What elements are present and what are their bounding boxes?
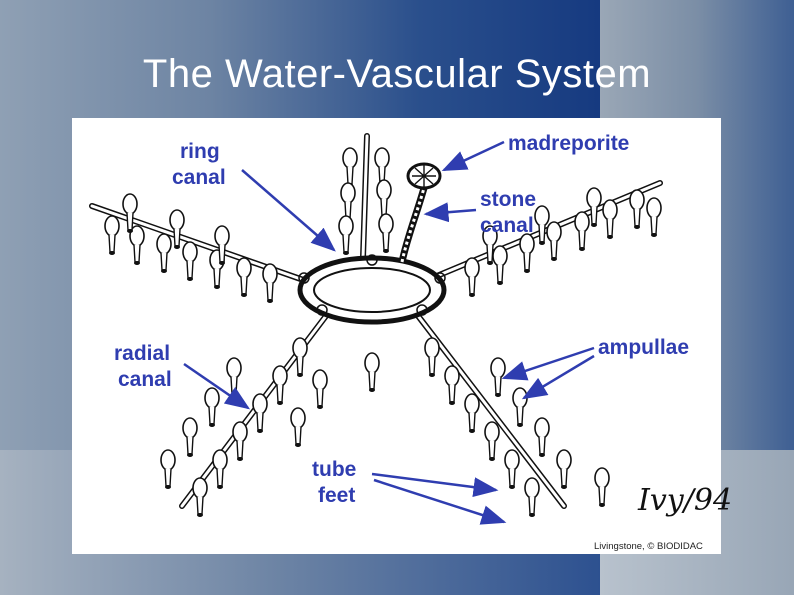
- stone-canal-shape: [398, 187, 428, 263]
- arrow-ampullae-1: [501, 346, 595, 381]
- arrow-radial-canal: [183, 362, 251, 410]
- arrow-tube-feet-1: [371, 472, 499, 498]
- ring-canal-shape: [297, 254, 447, 325]
- arrow-ring-canal: [241, 169, 336, 252]
- water-vascular-diagram: ring canal madreporite stone canal radia…: [89, 132, 732, 552]
- madreporite-shape: [406, 162, 442, 190]
- label-madreporite: madreporite: [508, 132, 629, 155]
- image-credit: Livingstone, © BIODIDAC: [594, 541, 703, 552]
- arrow-tube-feet-2: [373, 478, 507, 525]
- label-arrows: [183, 140, 595, 525]
- artist-signature: Ivy/94: [637, 483, 732, 518]
- label-ring-canal: ring canal: [172, 140, 226, 189]
- arrow-ampullae-2: [521, 354, 595, 400]
- label-tube-feet: tube feet: [312, 458, 362, 507]
- arrow-stone-canal: [423, 202, 477, 223]
- label-stone-canal: stone canal: [480, 188, 542, 237]
- tube-feet: [104, 147, 662, 518]
- label-ampullae: ampullae: [598, 336, 689, 359]
- slide-title: The Water-Vascular System: [142, 52, 652, 96]
- diagram-figure: ring canal madreporite stone canal radia…: [72, 118, 732, 554]
- arrow-madreporite: [441, 140, 505, 172]
- label-radial-canal: radial canal: [114, 342, 176, 391]
